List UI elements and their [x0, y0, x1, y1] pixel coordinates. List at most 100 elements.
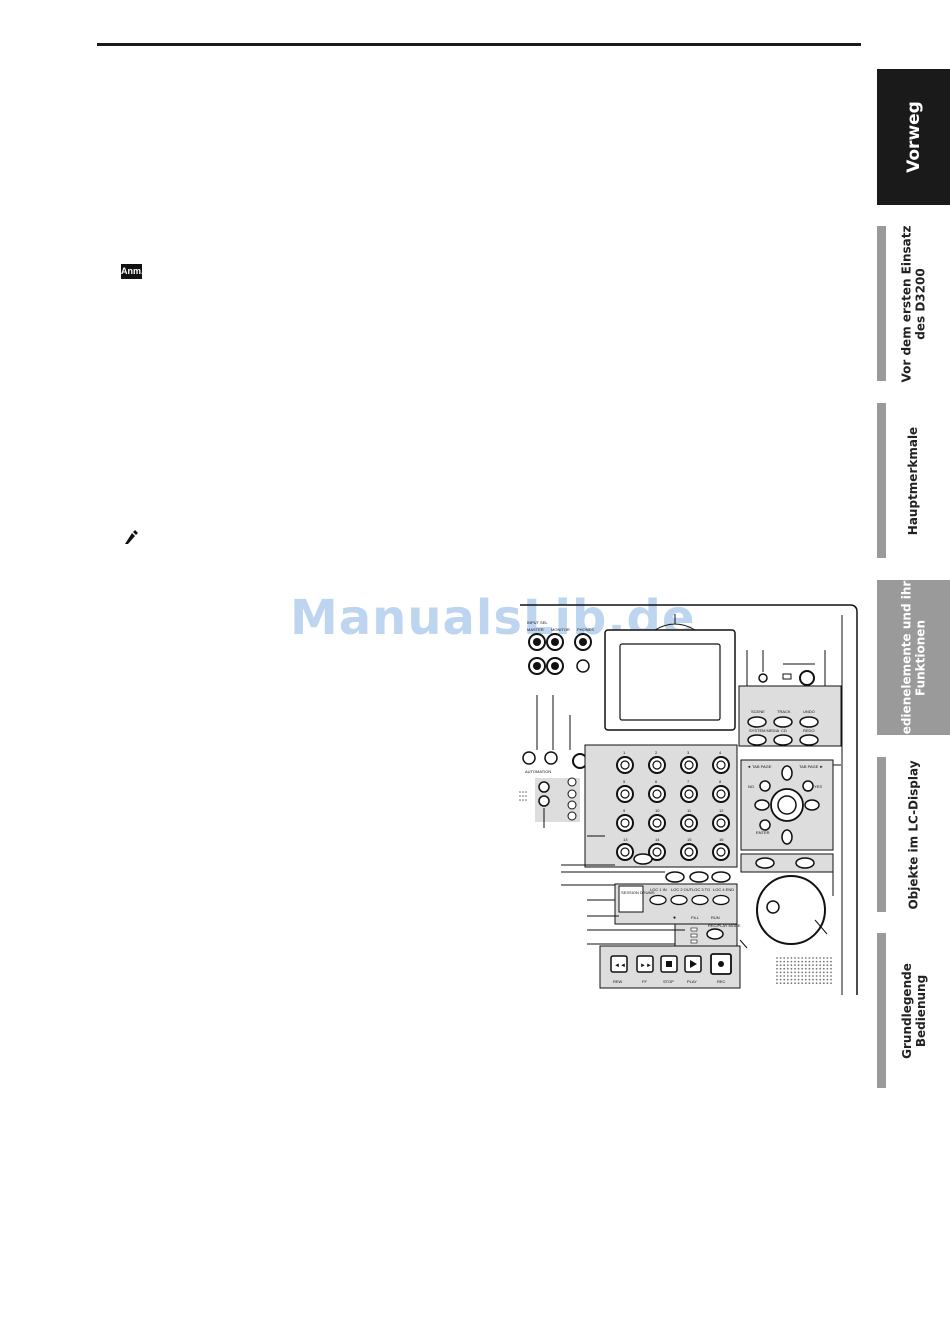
header-rule: [97, 43, 861, 46]
rec-play-mode-label: REC/PLAY MODE: [708, 923, 741, 928]
tab-hauptmerkmale-label: Hauptmerkmale: [906, 426, 921, 535]
tab-objekte-label: Objekte im LC-Display: [906, 759, 921, 910]
input-master-knobs: [528, 633, 592, 675]
channel-knob-number: 15: [687, 837, 692, 842]
jog-dial: [756, 870, 834, 945]
channel-knob-number: 12: [719, 808, 724, 813]
channel-knob-cap: [716, 818, 726, 828]
speaker-grille-dot: [801, 960, 804, 963]
speaker-grille-dot: [822, 957, 825, 959]
speaker-grille-dot: [776, 960, 778, 963]
speaker-grille-dot: [779, 978, 782, 981]
cursor-navigation-pad: ◄ TAB PAGE TAB PAGE ► NO YES ENTER: [740, 759, 841, 851]
speaker-grille-dot: [786, 960, 789, 963]
speaker-grille-dot: [815, 967, 818, 970]
speaker-grille-dot: [797, 982, 800, 985]
speaker-grille-dot: [790, 971, 793, 974]
channel-knob-cap: [684, 818, 694, 828]
speaker-grille-dot: [812, 967, 814, 970]
speaker-grille-dot: [826, 964, 829, 967]
speaker-grille-dot: [797, 967, 800, 970]
speaker-grille-dot: [797, 978, 800, 981]
speaker-grille-dot: [822, 975, 825, 977]
phones-label: PHONES: [577, 627, 594, 632]
yes-label: YES: [814, 784, 822, 789]
speaker-grille-dot: [779, 960, 782, 963]
speaker-grille-dot: [794, 975, 796, 977]
channel-knob-number: 1: [623, 750, 626, 755]
speaker-grille-dot: [830, 960, 832, 963]
tab-page-right-label: TAB PAGE ►: [799, 764, 824, 769]
channel-knob-number: 5: [623, 779, 626, 784]
speaker-grille-dot: [786, 975, 789, 977]
loc1-label: LOC 1 IN: [650, 887, 667, 892]
speaker-grille-dot: [830, 982, 832, 985]
speaker-grille-dot: [794, 957, 796, 959]
speaker-grille-dot: [808, 967, 811, 970]
channel-knob-number: 6: [655, 779, 658, 784]
monitor-label: MONITOR: [551, 627, 570, 632]
speaker-grille-dot: [794, 967, 796, 970]
speaker-grille-dot: [786, 957, 789, 959]
speaker-grille-dot: [801, 982, 804, 985]
play-label: PLAY: [687, 979, 697, 984]
speaker-grille-dot: [794, 971, 796, 974]
speaker-grille-dot: [819, 971, 822, 974]
speaker-grille-dot: [812, 982, 814, 985]
channel-knob-number: 16: [719, 837, 724, 842]
speaker-grille-dot: [779, 975, 782, 977]
redo-label: REDO: [803, 728, 815, 733]
loc3-label: LOC 3 TO: [692, 887, 710, 892]
speaker-grille-dot: [797, 964, 800, 967]
speaker-grille-dot: [776, 967, 778, 970]
speaker-grille-dot: [826, 960, 829, 963]
speaker-grille-dot: [776, 957, 778, 959]
lcd-display: [604, 614, 736, 731]
speaker-grille-dot: [783, 975, 786, 977]
speaker-grille-dot: [790, 967, 793, 970]
speaker-grille-dot: [783, 957, 786, 959]
speaker-grille-dot: [794, 960, 796, 963]
undo-label: UNDO: [803, 709, 815, 714]
speaker-grille-dot: [804, 971, 807, 974]
speaker-grille-dot: [790, 960, 793, 963]
channel-knob-number: 8: [719, 779, 722, 784]
speaker-grille-dot: [812, 978, 814, 981]
channel-knob-cap: [716, 789, 726, 799]
channel-knob-cap: [620, 789, 630, 799]
speaker-grille-dot: [783, 978, 786, 981]
channel-knob-cap: [620, 760, 630, 770]
tab-page-left-label: ◄ TAB PAGE: [747, 764, 772, 769]
speaker-grille-dot: [797, 957, 800, 959]
speaker-grille-dot: [822, 971, 825, 974]
channel-knob-cap: [716, 760, 726, 770]
speaker-grille-dot: [819, 978, 822, 981]
speaker-grille-dot: [830, 971, 832, 974]
speaker-grille-dot: [783, 964, 786, 967]
speaker-grille-dot: [801, 971, 804, 974]
svg-text:►►: ►►: [640, 963, 652, 969]
tab-objekte-im-lc-display[interactable]: Objekte im LC-Display: [877, 757, 950, 912]
speaker-grille-dot: [779, 967, 782, 970]
speaker-grille-dot: [822, 978, 825, 981]
speaker-grille-dot: [786, 967, 789, 970]
speaker-grille-dot: [808, 957, 811, 959]
speaker-grille-dot: [804, 982, 807, 985]
tab-hauptmerkmale[interactable]: Hauptmerkmale: [877, 403, 950, 558]
stop-label: STOP: [663, 979, 674, 984]
speaker-grille-dot: [804, 978, 807, 981]
speaker-grille-dot: [786, 964, 789, 967]
system-label: SYSTEM MEDIA: [749, 728, 780, 733]
speaker-grille-dot: [794, 964, 796, 967]
cd-label: CD: [781, 728, 787, 733]
speaker-grille-dot: [801, 967, 804, 970]
speaker-grille-dot: [826, 957, 829, 959]
enter-label: ENTER: [756, 830, 770, 835]
speaker-grille-dot: [794, 982, 796, 985]
channel-knob-cap: [652, 818, 662, 828]
tab-vorweg[interactable]: Vorweg: [877, 69, 950, 205]
